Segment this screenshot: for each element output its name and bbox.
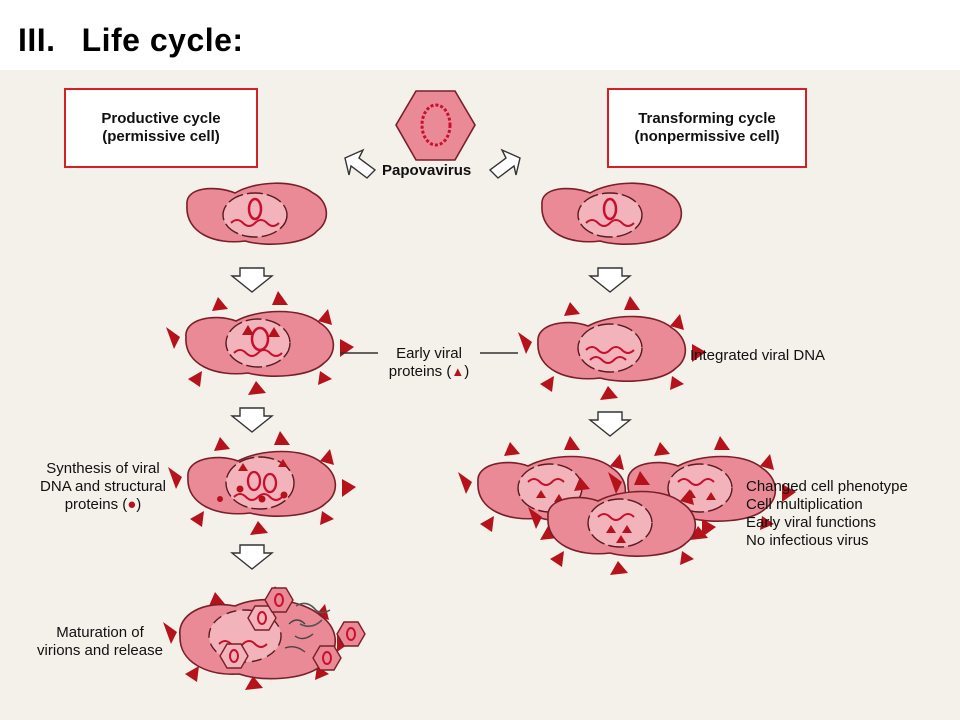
protein-triangle-icon: ▲ <box>451 364 465 379</box>
title-text: Life cycle: <box>81 22 244 58</box>
effect-item: Early viral functions <box>746 514 877 531</box>
transforming-cycle-line1: Transforming cycle <box>638 110 776 127</box>
maturation-line2: virions and release <box>37 642 163 659</box>
early-viral-proteins-label: Early viral proteins (▲) <box>376 345 482 381</box>
protein-dot-icon: ● <box>127 496 137 513</box>
transforming-cell-2 <box>518 296 706 400</box>
released-virion-2 <box>336 621 366 647</box>
transforming-cycle-line2: (nonpermissive cell) <box>634 128 780 145</box>
released-dna-strands <box>295 602 331 628</box>
transformed-effects-list: Changed cell phenotype Cell multiplicati… <box>746 478 908 550</box>
synthesis-line3-prefix: proteins ( <box>64 496 128 513</box>
productive-cell-2 <box>166 291 354 395</box>
arrow-virus-to-transforming <box>488 148 521 179</box>
arrow-virus-to-productive <box>344 148 377 179</box>
synthesis-line2: DNA and structural <box>40 478 166 495</box>
early-proteins-line2-prefix: proteins ( <box>388 363 452 380</box>
transformed-cell-c <box>528 471 716 575</box>
productive-cell-lysis <box>163 586 351 690</box>
effect-item: Changed cell phenotype <box>746 478 908 495</box>
life-cycle-diagram <box>163 90 796 690</box>
transforming-cycle-box: Transforming cycle (nonpermissive cell) <box>607 88 807 168</box>
effect-item: No infectious virus <box>746 532 869 549</box>
effect-item: Cell multiplication <box>746 496 863 513</box>
released-virion-3 <box>312 645 342 671</box>
arrow-down-left-3 <box>230 544 274 570</box>
synthesis-line1: Synthesis of viral <box>46 460 160 477</box>
productive-cycle-line2: (permissive cell) <box>102 128 220 145</box>
slide-header: III. Life cycle: <box>0 0 960 70</box>
integrated-dna-label: Integrated viral DNA <box>690 347 826 364</box>
productive-cell-3 <box>168 431 356 535</box>
productive-cell-1 <box>186 182 328 245</box>
papovavirus-particle <box>395 90 476 161</box>
transforming-cell-1 <box>541 182 683 245</box>
arrow-down-right-1 <box>588 267 632 293</box>
arrow-down-right-2 <box>588 411 632 437</box>
early-proteins-line2-suffix: ) <box>464 363 470 380</box>
productive-cycle-line1: Productive cycle <box>101 110 221 127</box>
maturation-line1: Maturation of <box>56 624 144 641</box>
slide-title: III. Life cycle: <box>18 22 244 59</box>
synthesis-line3-suffix: ) <box>136 496 142 513</box>
life-cycle-figure: Productive cycle (permissive cell) Trans… <box>0 70 960 720</box>
early-proteins-line1: Early viral <box>396 345 462 362</box>
released-virion-1 <box>264 587 294 613</box>
papovavirus-label: Papovavirus <box>382 162 472 179</box>
productive-cycle-box: Productive cycle (permissive cell) <box>64 88 258 168</box>
arrow-down-left-2 <box>230 407 274 433</box>
maturation-label: Maturation of virions and release <box>20 624 180 660</box>
synthesis-label: Synthesis of viral DNA and structural pr… <box>26 460 180 514</box>
arrow-down-left-1 <box>230 267 274 293</box>
title-number: III. <box>18 22 56 58</box>
